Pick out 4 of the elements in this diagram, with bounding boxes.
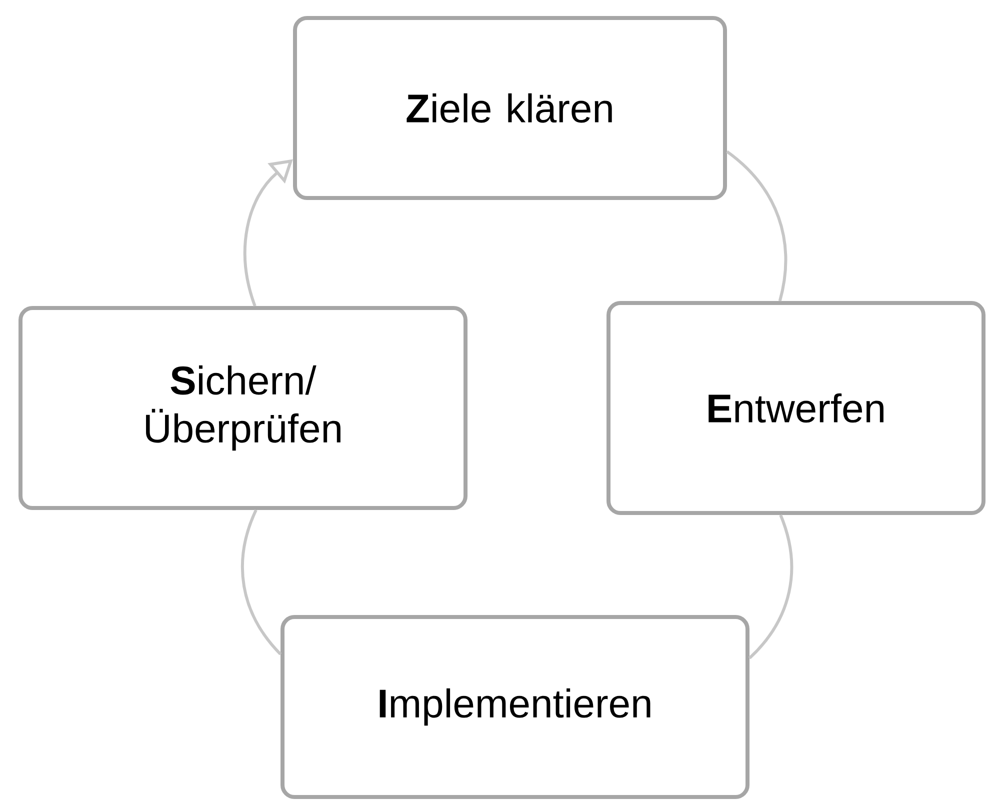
- process-box: Ziele klären: [293, 16, 727, 200]
- process-box: Sichern/ Überprüfen: [18, 306, 468, 510]
- process-box: Implementieren: [280, 615, 750, 799]
- process-box: Entwerfen: [606, 301, 986, 515]
